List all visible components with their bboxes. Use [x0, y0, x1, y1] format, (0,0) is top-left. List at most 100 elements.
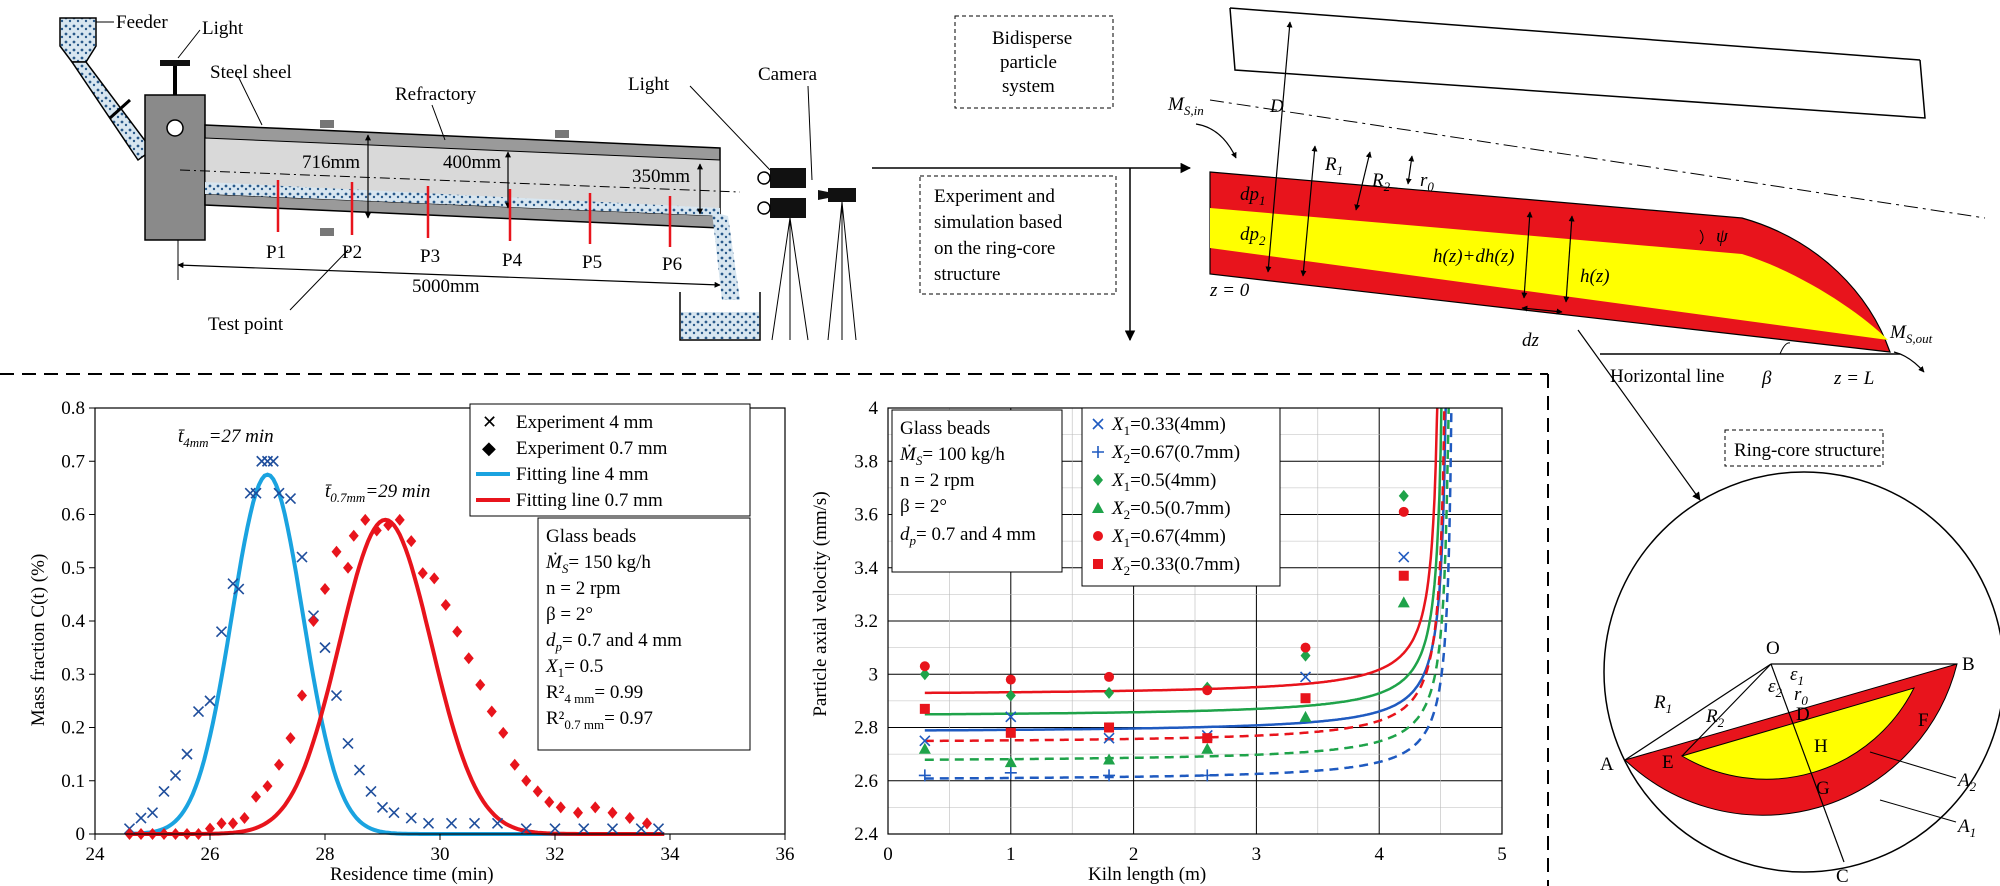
feeder-hopper	[59, 17, 97, 63]
experiment-line2: simulation based	[934, 212, 1063, 233]
experiment-line3: on the ring-core	[934, 238, 1055, 259]
camera-box-icon	[770, 198, 806, 218]
rtd-info-flow: ṀS= 150 kg/h	[545, 552, 651, 576]
experiment-box	[919, 175, 1117, 295]
vel-info-flow: ṀS= 100 kg/h	[899, 444, 1005, 468]
exp-4mm-point	[549, 823, 561, 835]
exp-4mm-point	[256, 455, 268, 467]
bidisperse-line2: particle	[1000, 52, 1057, 73]
vel-info-material: Glass beads	[900, 418, 990, 439]
vel-legend-value: =0.67(0.7mm)	[1130, 442, 1240, 463]
rtd-info-x1-val: = 0.5	[564, 656, 603, 677]
ring-e2-text: ε	[1768, 676, 1776, 697]
ring-R2-text: R	[1705, 706, 1718, 727]
exp-4mm-point	[261, 455, 274, 467]
ring-e1-sub: 1	[1798, 673, 1805, 688]
pt-G: G	[1816, 778, 1830, 799]
exp-07mm-point	[475, 678, 486, 691]
vel-info-dp-sub: p	[909, 533, 917, 548]
ring-e1-text: ε	[1790, 664, 1798, 685]
velocity-point	[1104, 722, 1115, 733]
vel-legend-sub: 1	[1124, 535, 1131, 550]
exp-07mm-point	[573, 806, 583, 819]
pt-A: A	[1600, 754, 1614, 775]
apparatus-schematic: Feeder Light Steel sheel Refractory 716m…	[59, 12, 857, 341]
kiln-support	[555, 130, 569, 138]
z0-label: z = 0	[1209, 280, 1250, 301]
axis-dashdot	[1209, 99, 1986, 219]
velocity-point	[1300, 642, 1311, 653]
velocity-point	[918, 769, 931, 782]
rtd-xtick-label: 26	[201, 844, 220, 865]
rtd-legend-2: Fitting line 4 mm	[516, 464, 649, 485]
velocity-point	[1398, 570, 1409, 581]
vel-legend-var: X	[1111, 526, 1125, 547]
exp-07mm-point	[555, 801, 566, 814]
exp-07mm-point	[216, 817, 227, 830]
Mout-label: MS,out	[1889, 322, 1933, 346]
ringcore-box	[1724, 429, 1884, 467]
testpoint-label: Test point	[208, 314, 284, 335]
vel-info-box: Glass beads ṀS= 100 kg/h n = 2 rpm β = 2…	[891, 409, 1063, 573]
Min-sub: S,in	[1184, 103, 1204, 118]
velocity-point	[1299, 710, 1312, 722]
R1-label: R1	[1324, 154, 1343, 178]
vel-legend-marker	[1093, 474, 1103, 486]
rtd-ytick-label: 0.6	[61, 505, 85, 526]
rtd-info-flow-sym: Ṁ	[545, 552, 563, 573]
velocity-point	[1004, 766, 1017, 779]
ring-R2-label: R2	[1705, 706, 1725, 730]
OE-line	[1681, 663, 1772, 757]
exp-4mm-point	[652, 823, 665, 835]
Min-label: MS,in	[1167, 94, 1204, 118]
legend-marker-x-icon: ✕	[482, 412, 497, 432]
exp-4mm-point	[169, 769, 182, 781]
OC-line	[1770, 663, 1845, 863]
ring-R2-sub: 2	[1718, 715, 1725, 730]
test-point-label: P5	[582, 252, 602, 273]
exp-07mm-point	[486, 705, 497, 718]
dp1-label: dp1	[1240, 184, 1266, 208]
camera-label: Camera	[758, 64, 818, 85]
exp-4mm-point	[376, 801, 389, 813]
ring-R1-sub: 1	[1666, 701, 1673, 716]
rtd-info-r2b-val: = 0.97	[604, 708, 653, 729]
exp-4mm-point	[233, 583, 245, 595]
vel-info-rpm: n = 2 rpm	[900, 470, 975, 491]
tripod-leg	[789, 217, 809, 341]
exp-4mm-point	[319, 642, 331, 654]
R2-label: R2	[1371, 170, 1391, 194]
vel-legend-marker	[1092, 418, 1104, 430]
ring-core-diagram: Ring-core structure O B A C D E F G H R1…	[1600, 429, 2000, 886]
t07-val: =29 min	[365, 481, 430, 502]
vel-legend-var: X	[1111, 414, 1125, 435]
vel-info-frame	[891, 409, 1063, 573]
rtd-info-r2a: R²4 mm= 0.99	[546, 682, 643, 706]
vel-legend-marker	[1093, 559, 1103, 569]
t4-text: t̄	[178, 426, 185, 447]
vel-ytick-label: 3	[869, 664, 879, 685]
vel-legend-var: X	[1111, 442, 1125, 463]
velocity-point	[918, 742, 931, 754]
exp-4mm-point	[353, 764, 366, 776]
exp-4mm-point	[181, 748, 193, 760]
velocity-point	[1398, 551, 1410, 563]
velocity-point	[1104, 686, 1115, 699]
exp-07mm-point	[509, 758, 520, 771]
exp-4mm-point	[296, 551, 308, 563]
refractory-label: Refractory	[395, 84, 477, 105]
vel-legend: X1=0.33(4mm)X2=0.67(0.7mm)X1=0.5(4mm)X2=…	[1081, 407, 1281, 587]
ring-A2-label: A2	[1956, 770, 1977, 794]
rtd-info-dp: dp= 0.7 and 4 mm	[546, 630, 682, 654]
vel-legend-marker	[1092, 502, 1104, 513]
exp-07mm-point	[251, 790, 261, 803]
velocity-point	[1103, 753, 1116, 765]
exp-07mm-point	[297, 689, 307, 702]
vel-ytick-label: 3.6	[854, 505, 878, 526]
collected-particles	[681, 312, 759, 339]
rtd-legend-box	[469, 403, 751, 517]
vel-info-dp-val: = 0.7 and 4 mm	[916, 524, 1036, 545]
light-box-icon	[770, 168, 806, 188]
vel-legend-frame	[1081, 407, 1281, 587]
kiln-upper-wall	[1229, 7, 1921, 61]
